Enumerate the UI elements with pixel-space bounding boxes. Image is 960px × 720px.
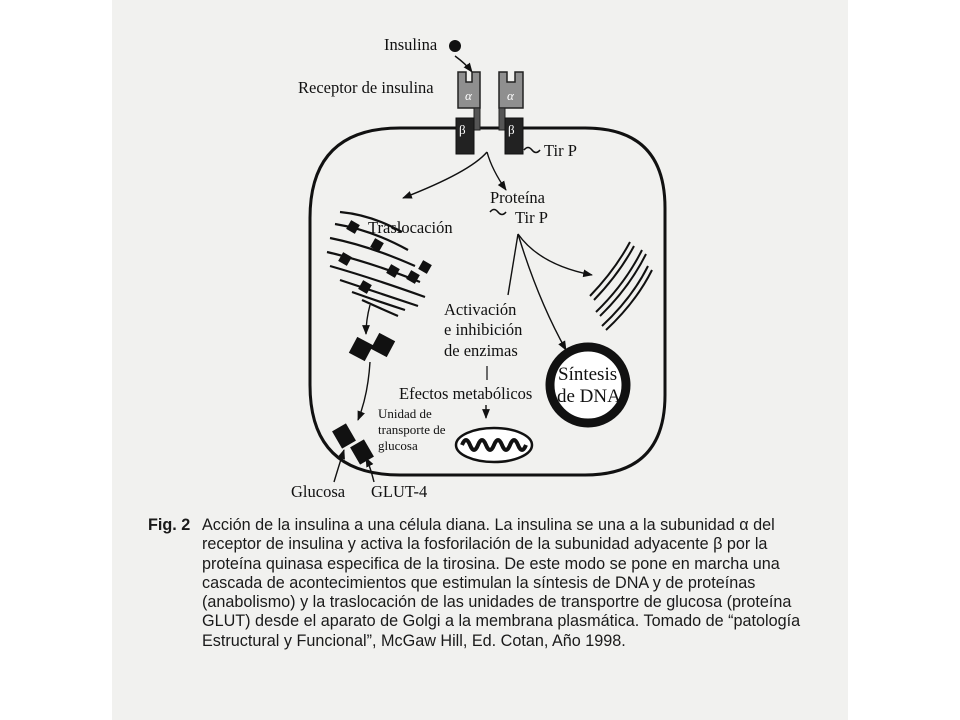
endoplasmic-reticulum [589,241,653,331]
line-to-enzymes [507,233,519,296]
unidad-label-3: glucosa [378,438,418,453]
unidad-label-2: transporte de [378,422,446,437]
nucleus [545,342,631,428]
activacion-label-1: Activación [444,300,516,319]
cell-membrane [308,126,667,477]
alpha-label-right: α [507,88,515,103]
caption-line: receptor de insulina y activa la fosfori… [202,535,768,554]
glut-vesicles [338,220,432,294]
activacion-label-3: de enzimas [444,341,518,360]
arrow-vesicle-to-membrane [357,361,371,421]
tir-p-label: Tir P [544,141,577,160]
alpha-subunit-left [457,71,481,109]
efectos-label: Efectos metabólicos [399,384,532,403]
caption-line: proteína quinasa especifica de la tirosi… [202,554,780,573]
beta-subunit-right [504,117,524,155]
mitochondrion [454,426,534,464]
transmembrane-right [498,107,506,131]
arrow-to-er [517,233,593,278]
arrow-to-translocation [402,151,488,199]
arrow-to-nucleus [517,233,567,351]
beta-label-left: β [459,122,466,137]
arrow-to-protein [486,151,507,191]
caption-line: Acción de la insulina a una célula diana… [202,516,775,534]
tir-p-tilde [523,146,541,154]
transmembrane-left [473,107,481,131]
insulin-molecule [449,40,461,52]
beta-subunit-left [455,117,475,155]
proteina-tir-p-tilde [489,208,507,216]
receptor-label: Receptor de insulina [298,78,434,97]
caption-line: cascada de acontecimientos que estimulan… [202,573,756,592]
arrow-glut4 [365,457,375,483]
beta-label-right: β [508,122,515,137]
insulin-receptor: α α β β [455,71,524,155]
caption-line: Estructural y Funcional”, McGaw Hill, Ed… [202,631,626,650]
glucosa-label: Glucosa [291,482,346,501]
alpha-label-left: α [465,88,473,103]
sintesis-label-2: de DNA [557,386,621,407]
figure-label: Fig. 2 [148,516,191,534]
proteina-tir-p-label: Tir P [515,208,548,227]
glut4-label: GLUT-4 [371,482,427,501]
arrow-golgi-to-vesicle [362,304,371,335]
glut-vesicle-transport [348,332,396,362]
arrow-glucosa [333,449,345,483]
alpha-subunit-right [498,71,524,109]
caption-body: Acción de la insulina a una célula diana… [202,516,848,651]
activacion-label-2: e inhibición [444,320,522,339]
insulina-label: Insulina [384,35,438,54]
proteina-label: Proteína [490,188,546,207]
sintesis-label-1: Síntesis [558,364,617,385]
insulin-arrow [454,55,473,73]
traslocacion-label: Traslocación [368,218,453,237]
unidad-label-1: Unidad de [378,406,432,421]
caption-line: (anabolismo) y la traslocación de las un… [202,593,792,612]
caption-line: GLUT) desde el aparato de Golgi a la mem… [202,612,801,631]
